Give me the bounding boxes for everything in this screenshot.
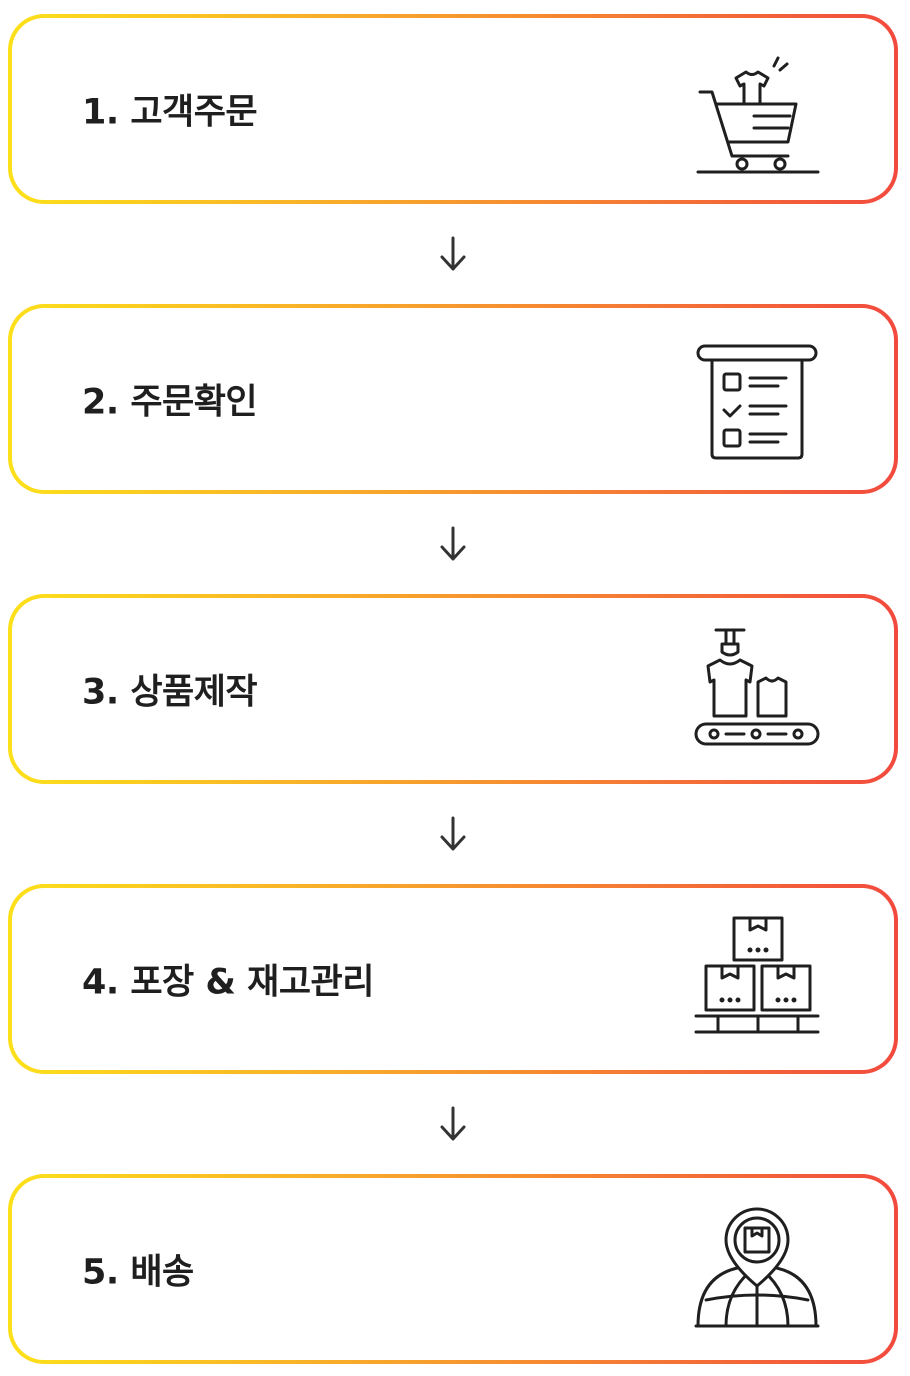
step-label: 3. 상품제작: [82, 672, 258, 713]
process-flow: 1. 고객주문: [8, 14, 898, 1364]
step-label: 4. 포장 & 재고관리: [82, 962, 374, 1003]
step-card-production: 3. 상품제작: [8, 594, 898, 784]
flow-arrow: [8, 494, 898, 594]
step-card-body: 5. 배송: [12, 1178, 894, 1360]
step-card-order: 1. 고객주문: [8, 14, 898, 204]
flow-arrow: [8, 204, 898, 304]
step-card-delivery: 5. 배송: [8, 1174, 898, 1364]
arrow-down-icon: [440, 816, 466, 851]
stacked-boxes-icon: [692, 914, 822, 1044]
arrow-down-icon: [440, 1106, 466, 1141]
step-card-packaging: 4. 포장 & 재고관리: [8, 884, 898, 1074]
step-label: 2. 주문확인: [82, 382, 258, 423]
step-card-body: 1. 고객주문: [12, 18, 894, 200]
step-label: 5. 배송: [82, 1252, 194, 1293]
shopping-cart-tshirt-icon: [692, 44, 822, 174]
flow-arrow: [8, 784, 898, 884]
step-card-body: 3. 상품제작: [12, 598, 894, 780]
globe-delivery-pin-icon: [692, 1204, 822, 1334]
step-card-body: 4. 포장 & 재고관리: [12, 888, 894, 1070]
step-label: 1. 고객주문: [82, 92, 258, 133]
conveyor-production-icon: [692, 624, 822, 754]
arrow-down-icon: [440, 526, 466, 561]
step-card-body: 2. 주문확인: [12, 308, 894, 490]
flow-arrow: [8, 1074, 898, 1174]
checklist-receipt-icon: [692, 334, 822, 464]
arrow-down-icon: [440, 236, 466, 271]
step-card-confirm: 2. 주문확인: [8, 304, 898, 494]
